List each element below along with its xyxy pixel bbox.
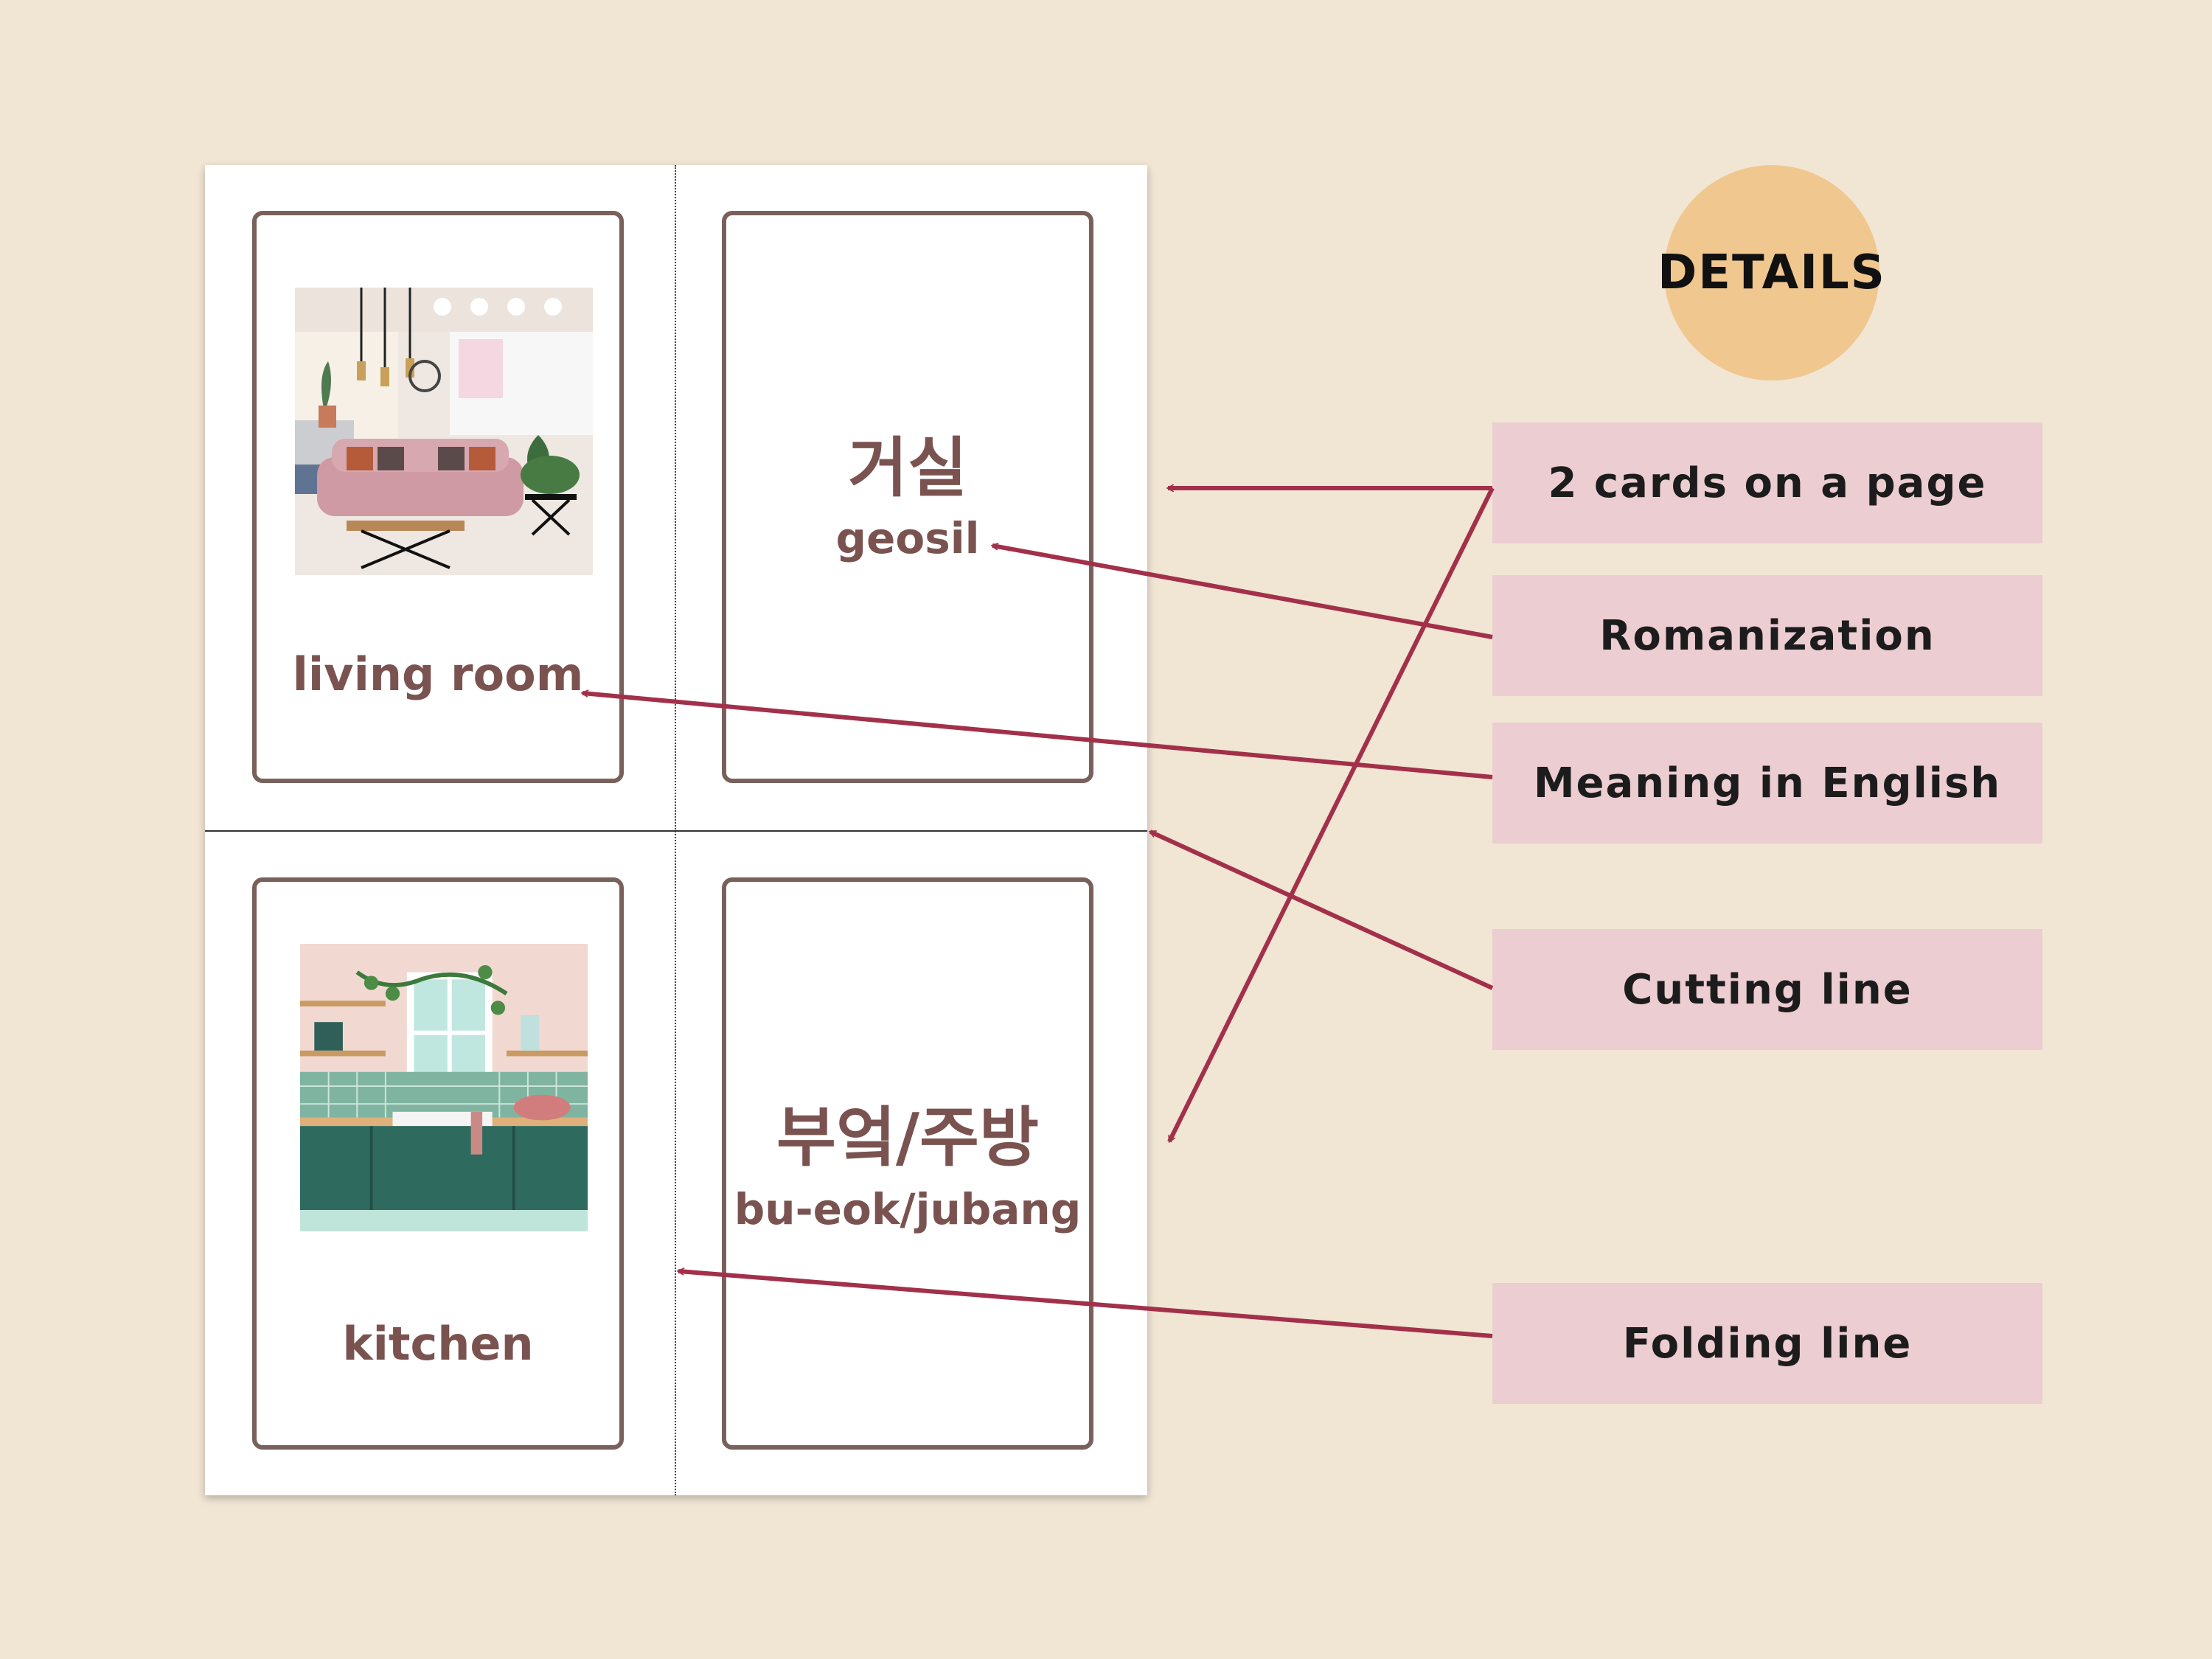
label-text: Meaning in English [1533, 759, 2002, 807]
label-text: 2 cards on a page [1548, 459, 1987, 507]
label-cards-per-page: 2 cards on a page [1492, 422, 2042, 543]
label-meaning-in-english: Meaning in English [1492, 723, 2042, 844]
arrow-cards-to-second-korean-card [1167, 487, 1495, 1141]
card-kitchen-back: 부엌/주방 bu-eok/jubang [722, 877, 1093, 1450]
arrow-to-english-meaning [582, 693, 1493, 779]
english-meaning: kitchen [342, 1317, 534, 1371]
label-cutting-line: Cutting line [1492, 929, 2042, 1050]
kitchen-illustration [300, 944, 588, 1231]
cutting-line [205, 830, 1147, 832]
label-text: Cutting line [1622, 965, 1913, 1014]
korean-word: 거실 [848, 430, 967, 506]
arrow-to-romanization [992, 546, 1493, 639]
details-title: DETAILS [1658, 246, 1886, 300]
card-kitchen-front: kitchen [252, 877, 624, 1450]
label-folding-line: Folding line [1492, 1283, 2042, 1404]
label-text: Romanization [1599, 611, 1935, 660]
flashcard-sheet: living room 거실 geosil [205, 165, 1147, 1495]
arrow-to-folding-line [678, 1271, 1493, 1338]
card-living-room-front: living room [252, 211, 624, 783]
romanization-text: geosil [835, 513, 980, 563]
arrow-to-cutting-line [1150, 830, 1494, 990]
label-text: Folding line [1622, 1319, 1913, 1368]
label-romanization: Romanization [1492, 575, 2042, 696]
english-meaning: living room [292, 647, 584, 701]
details-badge: DETAILS [1658, 165, 1885, 380]
card-living-room-back: 거실 geosil [722, 211, 1093, 783]
korean-word: 부엌/주방 [776, 1099, 1039, 1175]
living-room-illustration [295, 288, 593, 575]
romanization-text: bu-eok/jubang [734, 1184, 1082, 1234]
